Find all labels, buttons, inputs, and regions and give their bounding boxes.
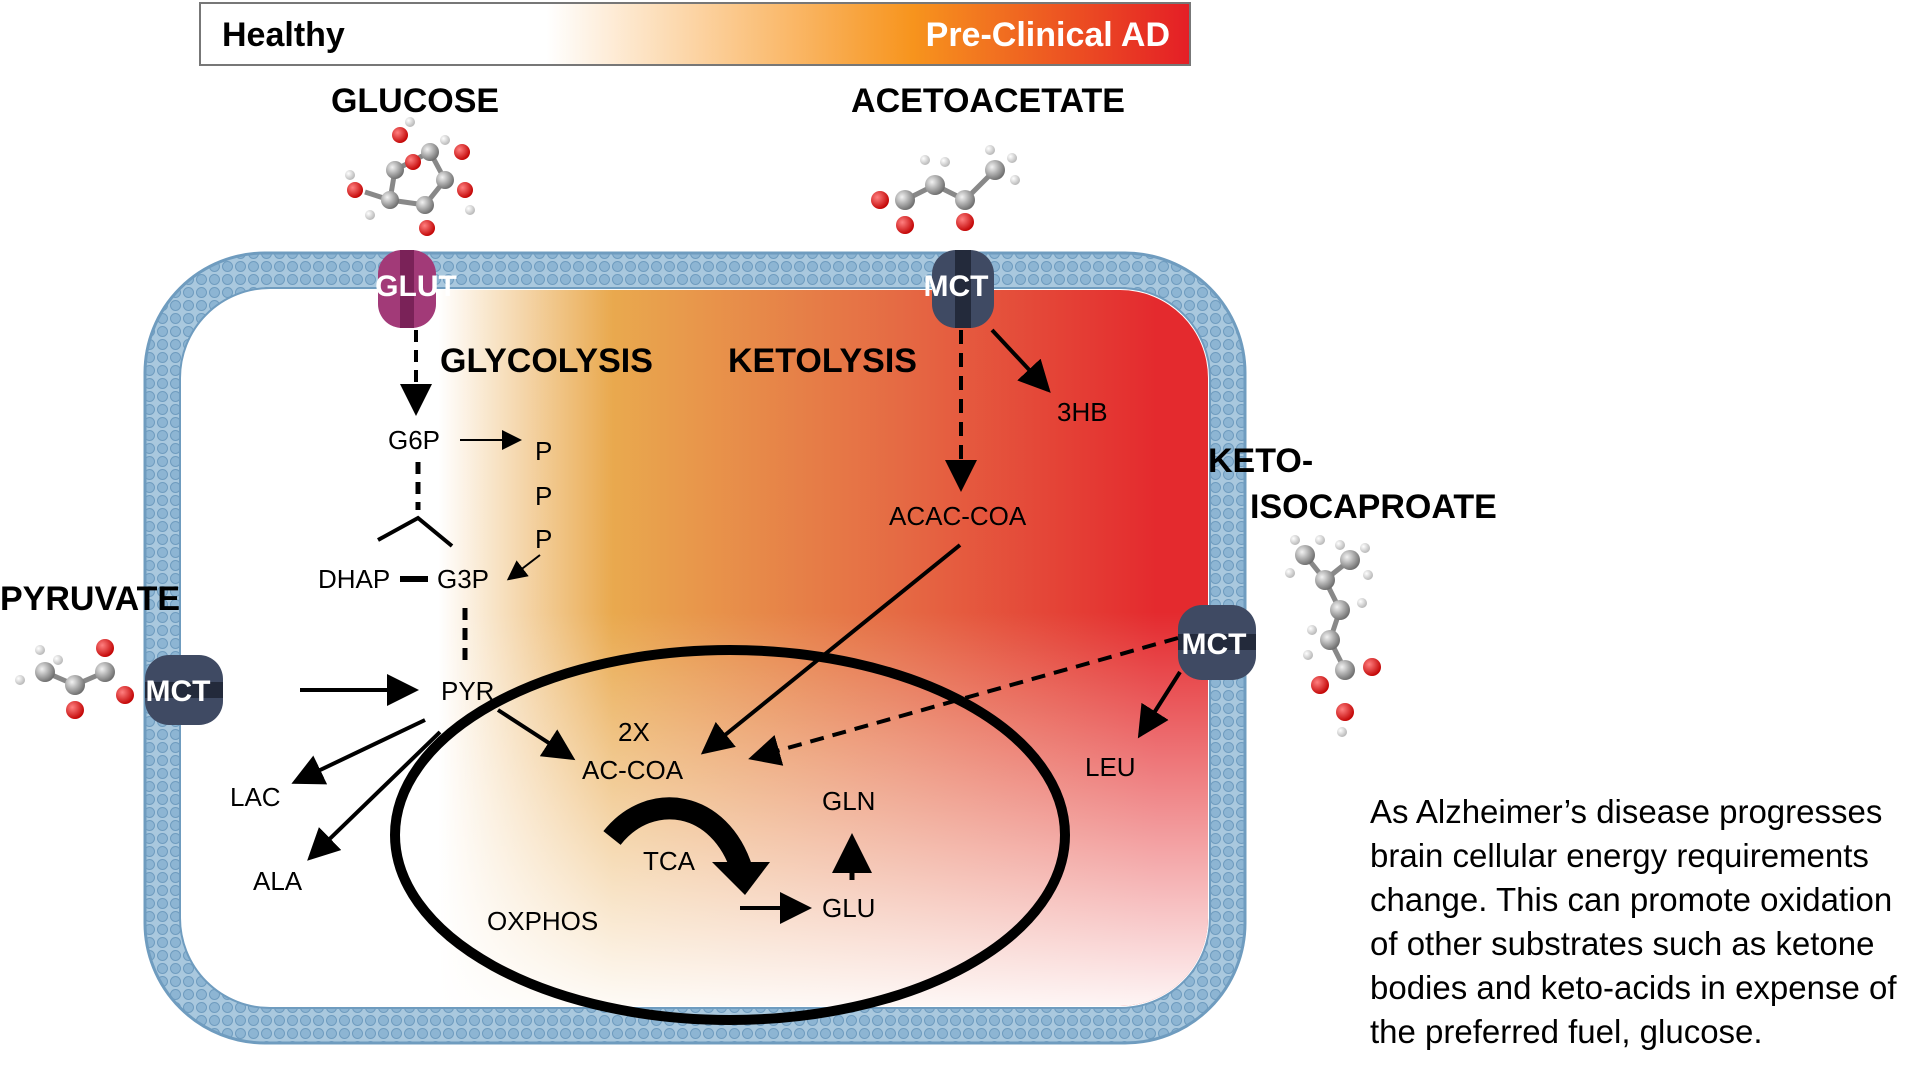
pyr-label: PYR	[441, 676, 494, 706]
glucose-label: GLUCOSE	[331, 82, 499, 120]
glu-label: GLU	[822, 893, 875, 923]
ala-label: ALA	[253, 866, 303, 896]
ac-coa-label: AC-COA	[582, 755, 684, 785]
g3p-label: G3P	[437, 564, 489, 594]
arrow-acaccoa-to-accoa	[700, 543, 962, 755]
disease-scale-bar: Healthy Pre-Clinical AD	[199, 2, 1191, 66]
glycolysis-label: GLYCOLYSIS	[440, 342, 653, 380]
arrow-pyr-to-ala	[307, 730, 442, 861]
tca-label: TCA	[643, 846, 696, 876]
split-aldolase	[377, 515, 454, 548]
acac-coa-label: ACAC-COA	[889, 501, 1027, 531]
three-hb-label: 3HB	[1057, 397, 1108, 427]
mct-right-label: MCT	[1182, 628, 1247, 661]
keto-isocaproate-label-line1: KETO-	[1208, 442, 1313, 480]
mct-transporter-left: MCT	[145, 655, 223, 725]
gln-label: GLN	[822, 786, 875, 816]
acetoacetate-molecule	[871, 145, 1020, 234]
mct-top-label: MCT	[924, 270, 989, 303]
two-x-label: 2X	[618, 717, 650, 747]
pyruvate-molecule	[15, 639, 134, 719]
ppp-letter-3: P	[535, 524, 552, 554]
arrow-pyr-to-lac	[291, 718, 426, 785]
pyruvate-label: PYRUVATE	[0, 580, 180, 618]
figure-caption: As Alzheimer’s disease progresses brain …	[1370, 793, 1897, 1050]
arrow-kic-to-accoa	[748, 636, 1179, 766]
keto-isocaproate-label-line2: ISOCAPROATE	[1250, 488, 1497, 526]
ppp-letter-2: P	[535, 481, 552, 511]
ppp-letter-1: P	[535, 436, 552, 466]
keto-isocaproate-molecule	[1285, 535, 1381, 737]
arrow-mct-to-leu	[1137, 670, 1182, 739]
leu-label: LEU	[1085, 752, 1136, 782]
mct-transporter-right: MCT	[1178, 605, 1256, 680]
dhap-label: DHAP	[318, 564, 390, 594]
mct-transporter-top: MCT	[924, 250, 994, 328]
oxphos-label: OXPHOS	[487, 906, 598, 936]
tca-cycle-arrowhead	[712, 862, 770, 895]
arrow-mct-to-3hb	[990, 328, 1051, 393]
glucose-molecule	[345, 117, 475, 236]
arrow-ppp-to-g3p	[506, 554, 541, 581]
mct-left-label: MCT	[146, 675, 211, 708]
glut-label: GLUT	[375, 270, 457, 303]
lac-label: LAC	[230, 782, 281, 812]
tca-cycle-arrow	[603, 797, 753, 874]
scale-right-label: Pre-Clinical AD	[926, 16, 1170, 54]
mitochondrion	[390, 645, 1070, 1025]
scale-left-label: Healthy	[222, 16, 345, 54]
ketolysis-label: KETOLYSIS	[728, 342, 917, 380]
glut-transporter: GLUT	[375, 250, 457, 328]
g6p-label: G6P	[388, 425, 440, 455]
arrow-pyr-to-accoa	[496, 708, 576, 761]
acetoacetate-label: ACETOACETATE	[851, 82, 1125, 120]
pathway-arrows	[291, 328, 1182, 924]
